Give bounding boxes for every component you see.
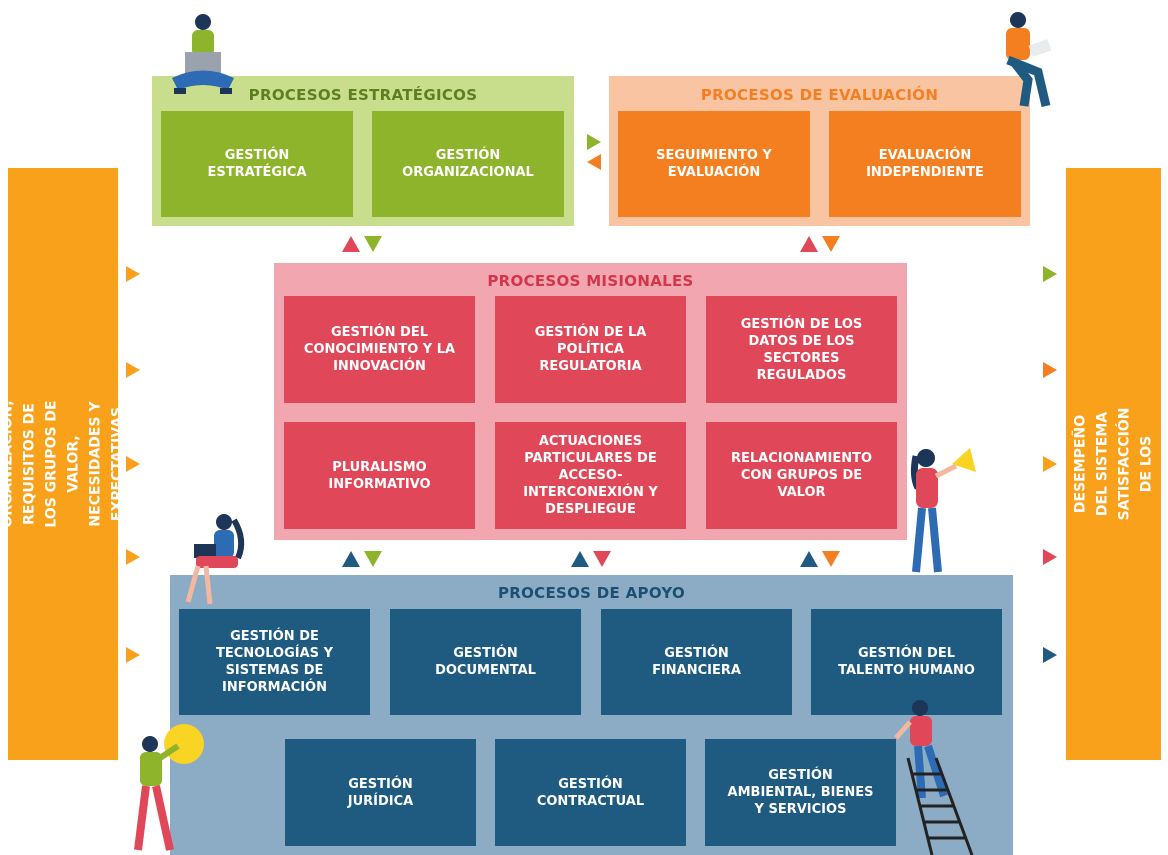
process-box: GESTIÓN ESTRATÉGICA xyxy=(161,111,353,217)
strategic-processes-group: PROCESOS ESTRATÉGICOS GESTIÓN ESTRATÉGIC… xyxy=(152,76,574,226)
process-box: GESTIÓN DEL TALENTO HUMANO xyxy=(811,609,1002,715)
person-with-laptop-illustration xyxy=(172,14,234,94)
process-box: GESTIÓN CONTRACTUAL xyxy=(495,739,686,846)
input-arrow-icon xyxy=(126,647,140,663)
process-box: GESTIÓN DOCUMENTAL xyxy=(390,609,581,715)
exchange-arrow-left-icon xyxy=(587,154,601,170)
output-arrow-icon xyxy=(1043,266,1057,282)
process-box: GESTIÓN DEL CONOCIMIENTO Y LA INNOVACIÓN xyxy=(284,296,475,403)
support-processes-title: PROCESOS DE APOYO xyxy=(497,584,686,602)
process-box: GESTIÓN DE LOS DATOS DE LOS SECTORES REG… xyxy=(706,296,897,403)
input-context-text: CONTEXTO DE LA ORGANIZACIÓN, REQUISITOS … xyxy=(0,400,171,528)
process-box: GESTIÓN ORGANIZACIONAL xyxy=(372,111,564,217)
output-results-panel: PRODUCTOS Y SERVICIOS DESEMPEÑO DEL SIST… xyxy=(1029,168,1168,760)
process-box: ACTUACIONES PARTICULARES DE ACCESO- INTE… xyxy=(495,422,686,529)
process-box: GESTIÓN FINANCIERA xyxy=(601,609,792,715)
process-box: SEGUIMIENTO Y EVALUACIÓN xyxy=(618,111,810,217)
strategic-processes-title: PROCESOS ESTRATÉGICOS xyxy=(248,86,478,104)
output-arrow-icon xyxy=(1043,549,1057,565)
exchange-arrow-right-icon xyxy=(587,134,601,150)
woman-with-megaphone-illustration xyxy=(910,448,976,573)
process-box: EVALUACIÓN INDEPENDIENTE xyxy=(829,111,1021,217)
process-box: GESTIÓN DE TECNOLOGÍAS Y SISTEMAS DE INF… xyxy=(179,609,370,715)
input-arrow-icon xyxy=(126,456,140,472)
man-on-ladder-illustration xyxy=(894,700,974,855)
process-box: PLURALISMO INFORMATIVO xyxy=(284,422,475,529)
evaluation-processes-group: PROCESOS DE EVALUACIÓN SEGUIMIENTO Y EVA… xyxy=(609,76,1030,226)
process-box: GESTIÓN AMBIENTAL, BIENES Y SERVICIOS xyxy=(705,739,896,846)
up-down-arrows-icon xyxy=(800,236,840,252)
input-arrow-icon xyxy=(126,549,140,565)
process-box: GESTIÓN JURÍDICA xyxy=(285,739,476,846)
process-box: GESTIÓN DE LA POLÍTICA REGULATORIA xyxy=(495,296,686,403)
up-down-arrows-icon xyxy=(571,551,611,567)
output-arrow-icon xyxy=(1043,362,1057,378)
woman-with-laptop-illustration xyxy=(185,514,245,605)
support-processes-group: PROCESOS DE APOYO GESTIÓN DE TECNOLOGÍAS… xyxy=(170,575,1013,855)
input-context-panel: CONTEXTO DE LA ORGANIZACIÓN, REQUISITOS … xyxy=(0,168,170,760)
missional-processes-group: PROCESOS MISIONALES GESTIÓN DEL CONOCIMI… xyxy=(274,263,907,540)
evaluation-processes-title: PROCESOS DE EVALUACIÓN xyxy=(700,86,939,104)
input-arrow-icon xyxy=(126,266,140,282)
input-arrow-icon xyxy=(126,362,140,378)
man-with-lightbulb-illustration xyxy=(134,724,204,851)
up-down-arrows-icon xyxy=(800,551,840,567)
person-reading-illustration xyxy=(1006,12,1052,108)
up-down-arrows-icon xyxy=(342,551,382,567)
up-down-arrows-icon xyxy=(342,236,382,252)
output-arrow-icon xyxy=(1043,647,1057,663)
output-arrow-icon xyxy=(1043,456,1057,472)
process-box: RELACIONAMIENTO CON GRUPOS DE VALOR xyxy=(706,422,897,529)
missional-processes-title: PROCESOS MISIONALES xyxy=(487,272,694,290)
